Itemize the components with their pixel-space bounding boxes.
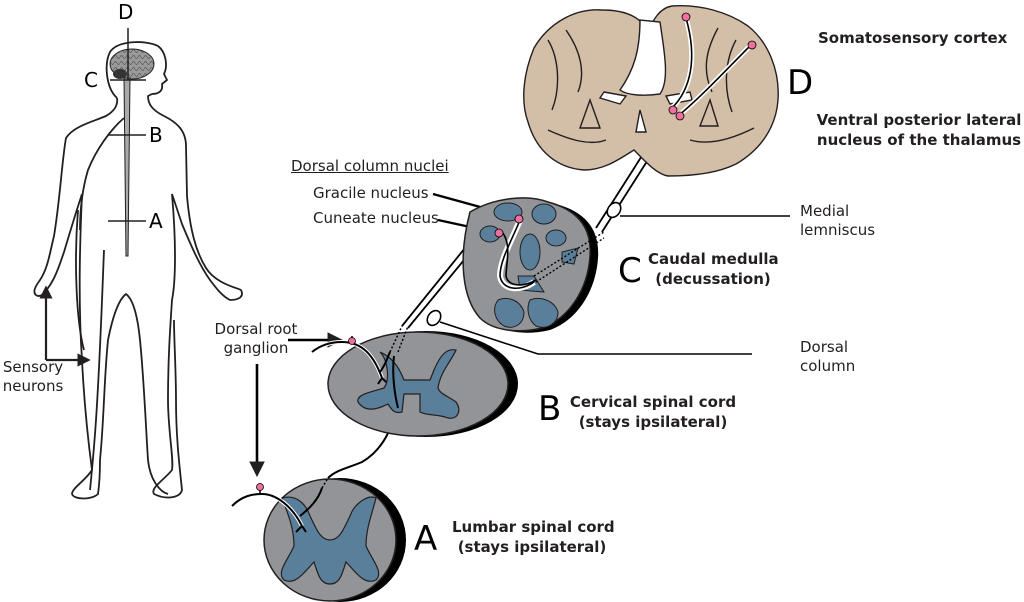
caudal-medulla-name: Caudal medulla xyxy=(648,250,779,268)
cuneate-neuron-icon xyxy=(494,228,504,238)
drg-line-2: ganglion xyxy=(223,339,289,357)
caudal-medulla-section xyxy=(462,197,605,333)
left-leg-nerve xyxy=(89,249,105,491)
sensory-neurons-line-1: Sensory xyxy=(2,358,64,376)
vpl-line-2: nucleus of the thalamus xyxy=(816,131,1022,149)
cervical-section xyxy=(310,325,518,437)
lumbar-cord-caption: Lumbar spinal cord (stays ipsilateral) xyxy=(452,517,615,557)
level-letter-a: A xyxy=(149,209,163,233)
cervical-cord-note: (stays ipsilateral) xyxy=(578,413,728,431)
cerebellum-icon xyxy=(113,69,127,79)
thalamus-neuron-icon xyxy=(668,105,678,115)
lumbar-cord-note: (stays ipsilateral) xyxy=(457,538,607,556)
gracile-neuron-icon xyxy=(514,214,524,224)
cervical-cord-caption: Cervical spinal cord (stays ipsilateral) xyxy=(568,392,738,432)
medial-lemniscus-line-1: Medial xyxy=(800,202,850,220)
cortex-neuron-icon xyxy=(747,40,757,50)
spinal-cord-icon xyxy=(123,77,131,257)
right-body-contour xyxy=(105,41,243,301)
section-letter-b: B xyxy=(538,389,562,429)
dorsal-column-nuclei-heading: Dorsal column nuclei xyxy=(291,157,449,175)
caudal-medulla-note: (decussation) xyxy=(655,270,771,288)
cuneate-nucleus-label: Cuneate nucleus xyxy=(313,209,439,227)
neuron-soma-icon xyxy=(348,337,356,345)
drg-arrows xyxy=(249,332,344,478)
thalamus-neuron-icon xyxy=(675,111,685,121)
section-letter-c: C xyxy=(618,251,642,291)
cervical-cord-name: Cervical spinal cord xyxy=(569,393,737,411)
dorsal-root-ganglion-label: Dorsal root ganglion xyxy=(206,320,306,358)
right-leg xyxy=(152,193,183,499)
inner-legs xyxy=(99,293,169,495)
lumbar-section xyxy=(230,477,406,602)
sensory-neurons-line-2: neurons xyxy=(2,377,64,395)
sensory-neurons-arrow xyxy=(39,285,91,367)
medial-lemniscus-line-2: lemniscus xyxy=(800,221,876,239)
gracile-nucleus-label: Gracile nucleus xyxy=(313,184,429,202)
dorsal-column-line-1: Dorsal xyxy=(800,338,849,356)
vpl-thalamus-label: Ventral posterior lateral nucleus of the… xyxy=(814,110,1024,150)
level-letter-b: B xyxy=(149,123,163,147)
body-outline xyxy=(33,41,243,500)
dorsal-column-label: Dorsal column xyxy=(800,338,855,376)
section-letter-d: D xyxy=(787,63,814,103)
dorsal-column-line-2: column xyxy=(800,357,856,375)
sensory-neurons-label: Sensory neurons xyxy=(0,358,66,396)
medial-lemniscus-label: Medial lemniscus xyxy=(800,202,875,240)
arm-nerve xyxy=(79,117,125,231)
level-letter-d: D xyxy=(118,0,134,24)
lumbar-cord-name: Lumbar spinal cord xyxy=(452,518,615,536)
left-body-contour xyxy=(33,97,119,297)
level-markers xyxy=(108,28,146,222)
caudal-medulla-caption: Caudal medulla (decussation) xyxy=(648,249,779,289)
level-letter-c: C xyxy=(84,68,98,92)
coronal-brain-section xyxy=(523,4,779,177)
vpl-line-1: Ventral posterior lateral xyxy=(816,111,1022,129)
somatosensory-cortex-label: Somatosensory cortex xyxy=(818,29,1008,47)
drg-line-1: Dorsal root xyxy=(214,320,298,338)
cortex-neuron-icon xyxy=(681,12,691,22)
neuron-soma-icon xyxy=(256,483,264,491)
section-letter-a: A xyxy=(414,519,438,559)
